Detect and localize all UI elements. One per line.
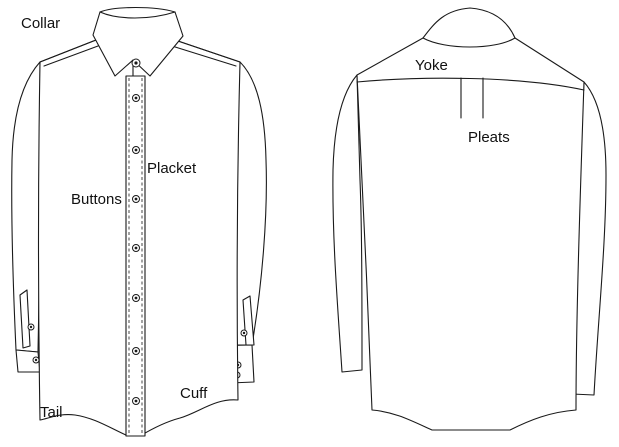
placket-button-7 [132,397,140,405]
front-right-sleeve-button [240,329,248,337]
label-collar: Collar [21,15,60,32]
placket-button-1 [132,94,140,102]
back-left-sleeve [332,74,363,373]
label-cuff: Cuff [180,385,208,402]
label-yoke: Yoke [415,57,448,74]
label-placket: Placket [147,160,197,177]
front-left-cuff-button [32,356,40,364]
collar [92,7,184,77]
placket-button-2 [132,146,140,154]
shirt-front-view [11,7,267,437]
front-left-sleeve-placket [19,289,31,349]
collar-button [131,58,141,68]
yoke-seam [356,77,585,91]
placket-button-5 [132,294,140,302]
label-tail: Tail [40,404,63,421]
shirt-back-view [332,7,607,431]
front-left-sleeve-button [27,323,35,331]
placket-button-3 [132,195,140,203]
placket [125,75,146,437]
label-buttons: Buttons [71,191,122,208]
label-pleats: Pleats [468,129,510,146]
placket-button-6 [132,347,140,355]
placket-button-4 [132,244,140,252]
back-body [356,7,585,431]
